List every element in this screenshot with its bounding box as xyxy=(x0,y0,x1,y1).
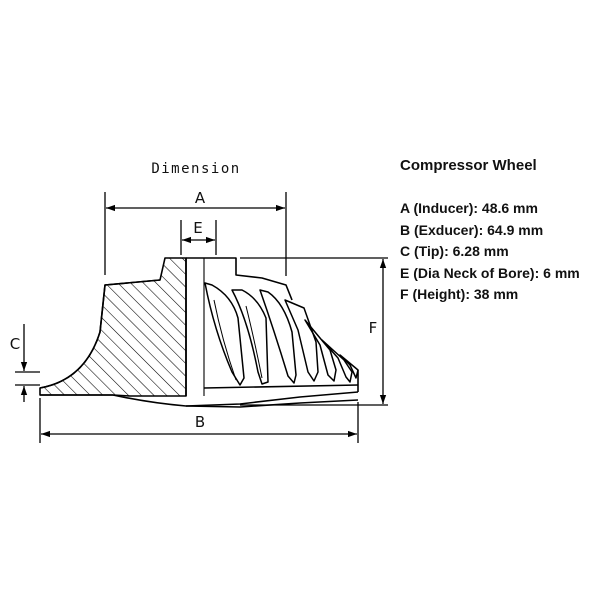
blade-4 xyxy=(284,299,319,382)
dim-e-label: E xyxy=(193,219,202,237)
blade-3 xyxy=(259,289,297,384)
blade-1 xyxy=(204,282,245,386)
spec-title: Compressor Wheel xyxy=(400,157,537,174)
diagram-heading: Dimension xyxy=(151,161,240,177)
spec-inducer: A (Inducer): 48.6 mm xyxy=(400,200,538,216)
blade-inner-line-2 xyxy=(245,305,263,379)
dim-b-label: B xyxy=(195,413,205,431)
dim-a-label: A xyxy=(195,189,206,207)
dimension-b xyxy=(39,398,359,443)
blades xyxy=(204,282,359,386)
spec-exducer: B (Exducer): 64.9 mm xyxy=(400,221,544,238)
wheel-profile xyxy=(39,257,359,408)
spec-height: F (Height): 38 mm xyxy=(400,286,519,302)
dim-f-label: F xyxy=(369,319,378,337)
spec-neck-bore: E (Dia Neck of Bore): 6 mm xyxy=(400,264,580,281)
backplate-top xyxy=(40,391,359,407)
dimension-f xyxy=(240,257,388,406)
hatched-section xyxy=(39,257,187,397)
dimension-c xyxy=(15,324,40,402)
blade-7 xyxy=(339,354,359,379)
backplate-line xyxy=(203,384,359,389)
spec-panel: Compressor Wheel A (Inducer): 48.6 mm B … xyxy=(400,157,595,306)
spec-tip: C (Tip): 6.28 mm xyxy=(400,243,509,259)
wheel-left-outline xyxy=(39,279,161,389)
spec-list: A (Inducer): 48.6 mm B (Exducer): 64.9 m… xyxy=(400,198,595,306)
dim-c-label: C xyxy=(10,335,20,353)
dimension-a xyxy=(104,192,287,276)
blade-2 xyxy=(231,289,269,385)
blade-inner-line xyxy=(213,299,237,381)
dimension-e xyxy=(180,220,217,255)
hub-outline xyxy=(186,257,293,301)
